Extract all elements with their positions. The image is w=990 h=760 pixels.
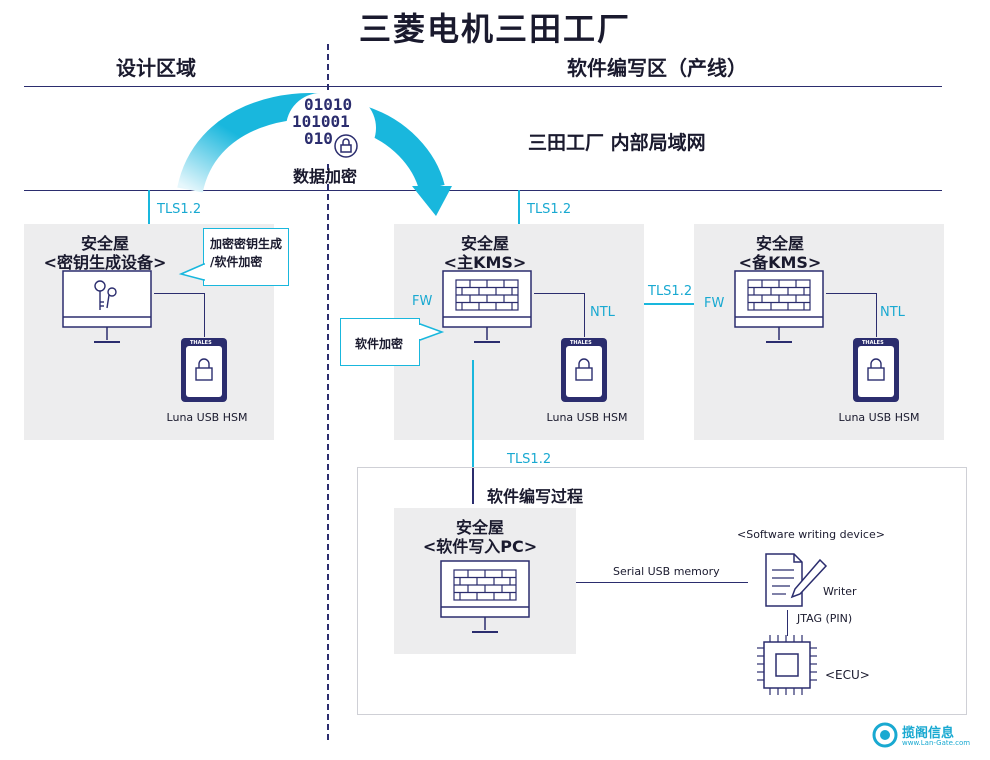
serial-usb-link <box>576 582 748 583</box>
safe-room-title: 安全屋 <box>455 518 504 537</box>
lan-label: 三田工厂 内部局域网 <box>528 132 706 154</box>
binary-data-icon: 01010 101001 010 <box>292 95 353 148</box>
tls-label: TLS1.2 <box>527 202 572 217</box>
safe-room-subtitle: <备KMS> <box>738 253 822 272</box>
watermark-name: 揽阁信息 <box>902 726 955 741</box>
firewall-icon <box>455 279 519 311</box>
writer-pc-title: 安全屋 <软件写入PC> <box>405 518 555 556</box>
keygen-callout: 加密密钥生成 /软件加密 <box>203 228 289 286</box>
hsm-device-icon <box>853 338 899 402</box>
safe-room-subtitle: <密钥生成设备> <box>43 253 167 272</box>
watermark-logo-icon <box>872 722 898 748</box>
hsm-brand: THALES <box>190 340 212 346</box>
main-kms-title: 安全屋 <主KMS> <box>420 234 550 272</box>
hsm-connector <box>204 293 205 337</box>
ntl-label: NTL <box>590 305 615 320</box>
safe-room-subtitle: <软件写入PC> <box>422 537 538 556</box>
tls-line <box>518 190 520 224</box>
tls-line <box>148 190 150 224</box>
ntl-label: NTL <box>880 305 905 320</box>
zone-separator <box>327 44 329 740</box>
writing-device-label: <Software writing device> <box>737 528 885 541</box>
binary-line: 010 <box>304 129 333 148</box>
fw-label: FW <box>704 296 725 311</box>
writer-label: Writer <box>823 585 857 598</box>
main-kms-monitor-icon <box>442 270 532 343</box>
header-rule <box>24 86 942 87</box>
safe-room-title: 安全屋 <box>80 234 129 253</box>
encryption-icon-bg <box>286 93 376 163</box>
callout-line: /软件加密 <box>210 255 263 269</box>
main-kms-callout: 软件加密 <box>340 318 420 366</box>
backup-kms-title: 安全屋 <备KMS> <box>715 234 845 272</box>
hsm-label: Luna USB HSM <box>166 411 248 424</box>
tls-line <box>644 303 694 305</box>
lan-rule <box>24 190 942 191</box>
hsm-connector <box>534 293 584 294</box>
hsm-brand: THALES <box>570 340 592 346</box>
hsm-connector <box>876 293 877 337</box>
hsm-label: Luna USB HSM <box>838 411 920 424</box>
safe-room-title: 安全屋 <box>755 234 804 253</box>
writer-document-icon <box>765 553 828 607</box>
jtag-link <box>787 610 788 636</box>
hsm-connector <box>154 293 204 294</box>
backup-kms-safe-room <box>694 224 944 440</box>
ecu-chip-icon <box>757 635 817 695</box>
key-icon <box>94 280 117 310</box>
callout-pointer <box>178 262 205 281</box>
callout-line: 软件加密 <box>355 337 404 351</box>
production-zone-header: 软件编写区（产线） <box>567 56 747 80</box>
process-connector <box>472 468 474 504</box>
encryption-label: 数据加密 <box>293 167 358 186</box>
hsm-brand: THALES <box>862 340 884 346</box>
tls-label: TLS1.2 <box>507 452 552 467</box>
callout-pointer <box>419 322 445 342</box>
hsm-connector <box>826 293 876 294</box>
firewall-icon <box>453 569 517 601</box>
hsm-device-icon <box>561 338 607 402</box>
tls-label: TLS1.2 <box>648 284 693 299</box>
safe-room-subtitle: <主KMS> <box>443 253 527 272</box>
tls-label: TLS1.2 <box>157 202 202 217</box>
binary-line: 01010 <box>304 95 353 114</box>
hsm-label: Luna USB HSM <box>546 411 628 424</box>
writing-process-heading: 软件编写过程 <box>487 487 584 506</box>
writer-pc-monitor-icon <box>440 560 530 633</box>
lock-icon <box>334 134 358 158</box>
tls-line <box>472 360 474 468</box>
fw-label: FW <box>412 294 433 309</box>
jtag-label: JTAG (PIN) <box>797 612 853 625</box>
keygen-title: 安全屋 <密钥生成设备> <box>40 234 170 272</box>
watermark-url: www.Lan-Gate.com <box>902 739 971 747</box>
hsm-connector <box>584 293 585 337</box>
ecu-label: <ECU> <box>825 668 870 682</box>
page-title: 三菱电机三田工厂 <box>358 10 631 48</box>
serial-usb-label: Serial USB memory <box>613 565 720 578</box>
firewall-icon <box>747 279 811 311</box>
callout-line: 加密密钥生成 <box>210 237 283 251</box>
writing-process-frame <box>357 467 967 715</box>
binary-line: 101001 <box>292 112 350 131</box>
safe-room-title: 安全屋 <box>460 234 509 253</box>
backup-kms-monitor-icon <box>734 270 824 343</box>
hsm-device-icon <box>181 338 227 402</box>
design-zone-header: 设计区域 <box>116 56 196 80</box>
keygen-monitor-icon <box>62 270 152 343</box>
